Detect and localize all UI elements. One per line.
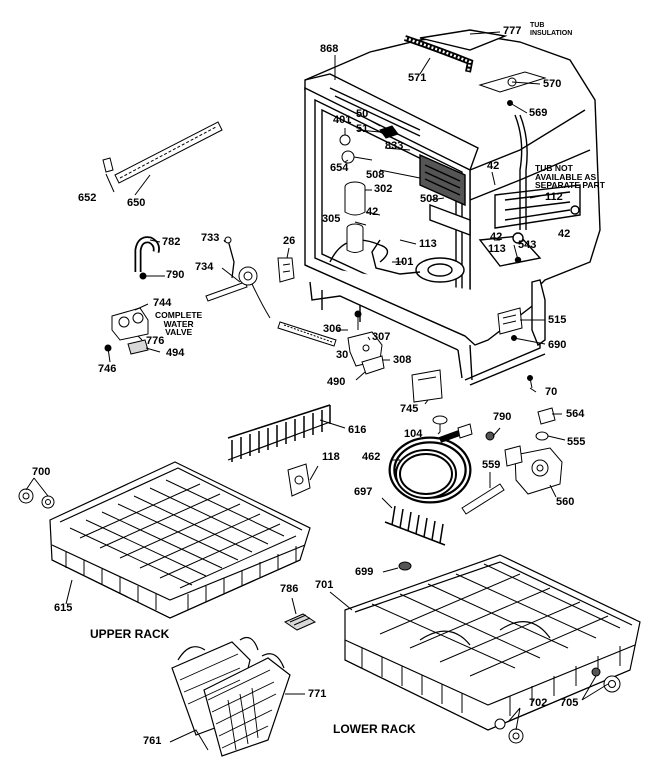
label-30: 30 xyxy=(336,349,349,361)
label-652: 652 xyxy=(78,192,97,204)
part-559-tube xyxy=(461,483,505,515)
part-302-float xyxy=(344,181,366,253)
label-790-right: 790 xyxy=(493,411,512,423)
part-733-734-linkage xyxy=(205,236,271,319)
label-615: 615 xyxy=(54,602,73,614)
label-654: 654 xyxy=(330,162,349,174)
label-50: 50 xyxy=(356,108,369,120)
label-302: 302 xyxy=(374,183,393,195)
label-42-far-right: 42 xyxy=(558,228,571,240)
label-42-top: 42 xyxy=(487,160,500,172)
label-569: 569 xyxy=(529,107,548,119)
label-42-mid: 42 xyxy=(366,206,379,218)
leader-lines xyxy=(25,31,609,751)
label-705: 705 xyxy=(560,697,579,709)
label-761: 761 xyxy=(143,735,162,747)
label-701: 701 xyxy=(315,579,334,591)
label-571: 571 xyxy=(408,72,427,84)
part-744-water-valve xyxy=(104,307,149,355)
part-104-cap xyxy=(432,415,448,432)
label-745: 745 xyxy=(400,403,419,415)
label-118: 118 xyxy=(322,451,340,463)
label-401: 401 xyxy=(333,114,352,126)
label-776: 776 xyxy=(146,335,165,347)
label-complete-water-valve: COMPLETE WATER VALVE xyxy=(155,310,203,337)
label-305: 305 xyxy=(322,213,341,225)
label-306: 306 xyxy=(323,323,342,335)
label-744: 744 xyxy=(153,297,172,309)
part-786-cover xyxy=(283,613,317,631)
label-564: 564 xyxy=(566,408,585,420)
label-307: 307 xyxy=(372,331,391,343)
part-745-pad xyxy=(411,369,443,403)
label-104: 104 xyxy=(404,428,423,440)
label-462: 462 xyxy=(362,451,381,463)
label-868: 868 xyxy=(320,43,339,55)
part-307-308-bracket xyxy=(347,331,385,375)
label-733: 733 xyxy=(201,232,220,244)
label-833: 833 xyxy=(385,140,404,152)
part-650-strip xyxy=(102,121,223,184)
label-570: 570 xyxy=(543,78,562,90)
label-790-left: 790 xyxy=(166,269,185,281)
label-508-upper: 508 xyxy=(366,169,385,181)
label-650: 650 xyxy=(127,197,146,209)
tub-insulation xyxy=(419,29,508,51)
label-777: 777 xyxy=(503,25,522,37)
label-lower-rack: LOWER RACK xyxy=(333,722,416,736)
part-697-tines xyxy=(384,505,446,546)
label-734: 734 xyxy=(195,261,214,273)
lower-rack xyxy=(344,554,641,731)
label-101: 101 xyxy=(395,256,414,268)
label-555: 555 xyxy=(567,436,586,448)
label-543: 543 xyxy=(518,239,537,251)
label-559: 559 xyxy=(482,459,501,471)
label-113-right: 113 xyxy=(488,243,506,255)
part-560-pump xyxy=(504,445,563,495)
part-699-wheel xyxy=(398,561,412,571)
label-690: 690 xyxy=(548,339,567,351)
silverware-basket xyxy=(171,637,291,757)
label-746: 746 xyxy=(98,363,117,375)
label-782: 782 xyxy=(162,236,181,248)
part-700-wheels xyxy=(18,488,55,509)
part-782-hose xyxy=(134,236,160,280)
part-616-shelf xyxy=(227,404,331,462)
label-700: 700 xyxy=(32,466,51,478)
label-771: 771 xyxy=(308,688,327,700)
label-tub-insulation: TUB INSULATION xyxy=(530,22,573,37)
label-515: 515 xyxy=(548,314,567,326)
label-508-lower: 508 xyxy=(420,193,439,205)
part-790-564-555 xyxy=(485,407,556,441)
part-571-hose xyxy=(404,35,474,73)
part-702-wheels xyxy=(494,718,524,744)
label-26: 26 xyxy=(283,235,296,247)
part-401-654 xyxy=(339,125,399,164)
part-26-clip xyxy=(277,257,295,283)
label-42-right: 42 xyxy=(490,231,503,243)
label-upper-rack: UPPER RACK xyxy=(90,627,170,641)
label-490: 490 xyxy=(327,376,346,388)
label-702: 702 xyxy=(529,697,548,709)
label-786: 786 xyxy=(280,583,299,595)
part-462-drain-hose xyxy=(388,423,473,504)
label-112: 112 xyxy=(545,191,563,203)
label-616: 616 xyxy=(348,424,367,436)
label-494: 494 xyxy=(166,347,185,359)
label-697: 697 xyxy=(354,486,373,498)
label-51: 51 xyxy=(356,123,369,135)
tub-assembly xyxy=(304,33,601,386)
label-tub-note: TUB NOT AVAILABLE AS SEPARATE PART xyxy=(535,163,605,190)
label-560: 560 xyxy=(556,496,575,508)
part-118-clip xyxy=(287,463,311,497)
label-113-left: 113 xyxy=(419,238,437,250)
label-308: 308 xyxy=(393,354,412,366)
upper-rack xyxy=(49,461,311,619)
label-699: 699 xyxy=(355,566,374,578)
label-70: 70 xyxy=(545,386,558,398)
